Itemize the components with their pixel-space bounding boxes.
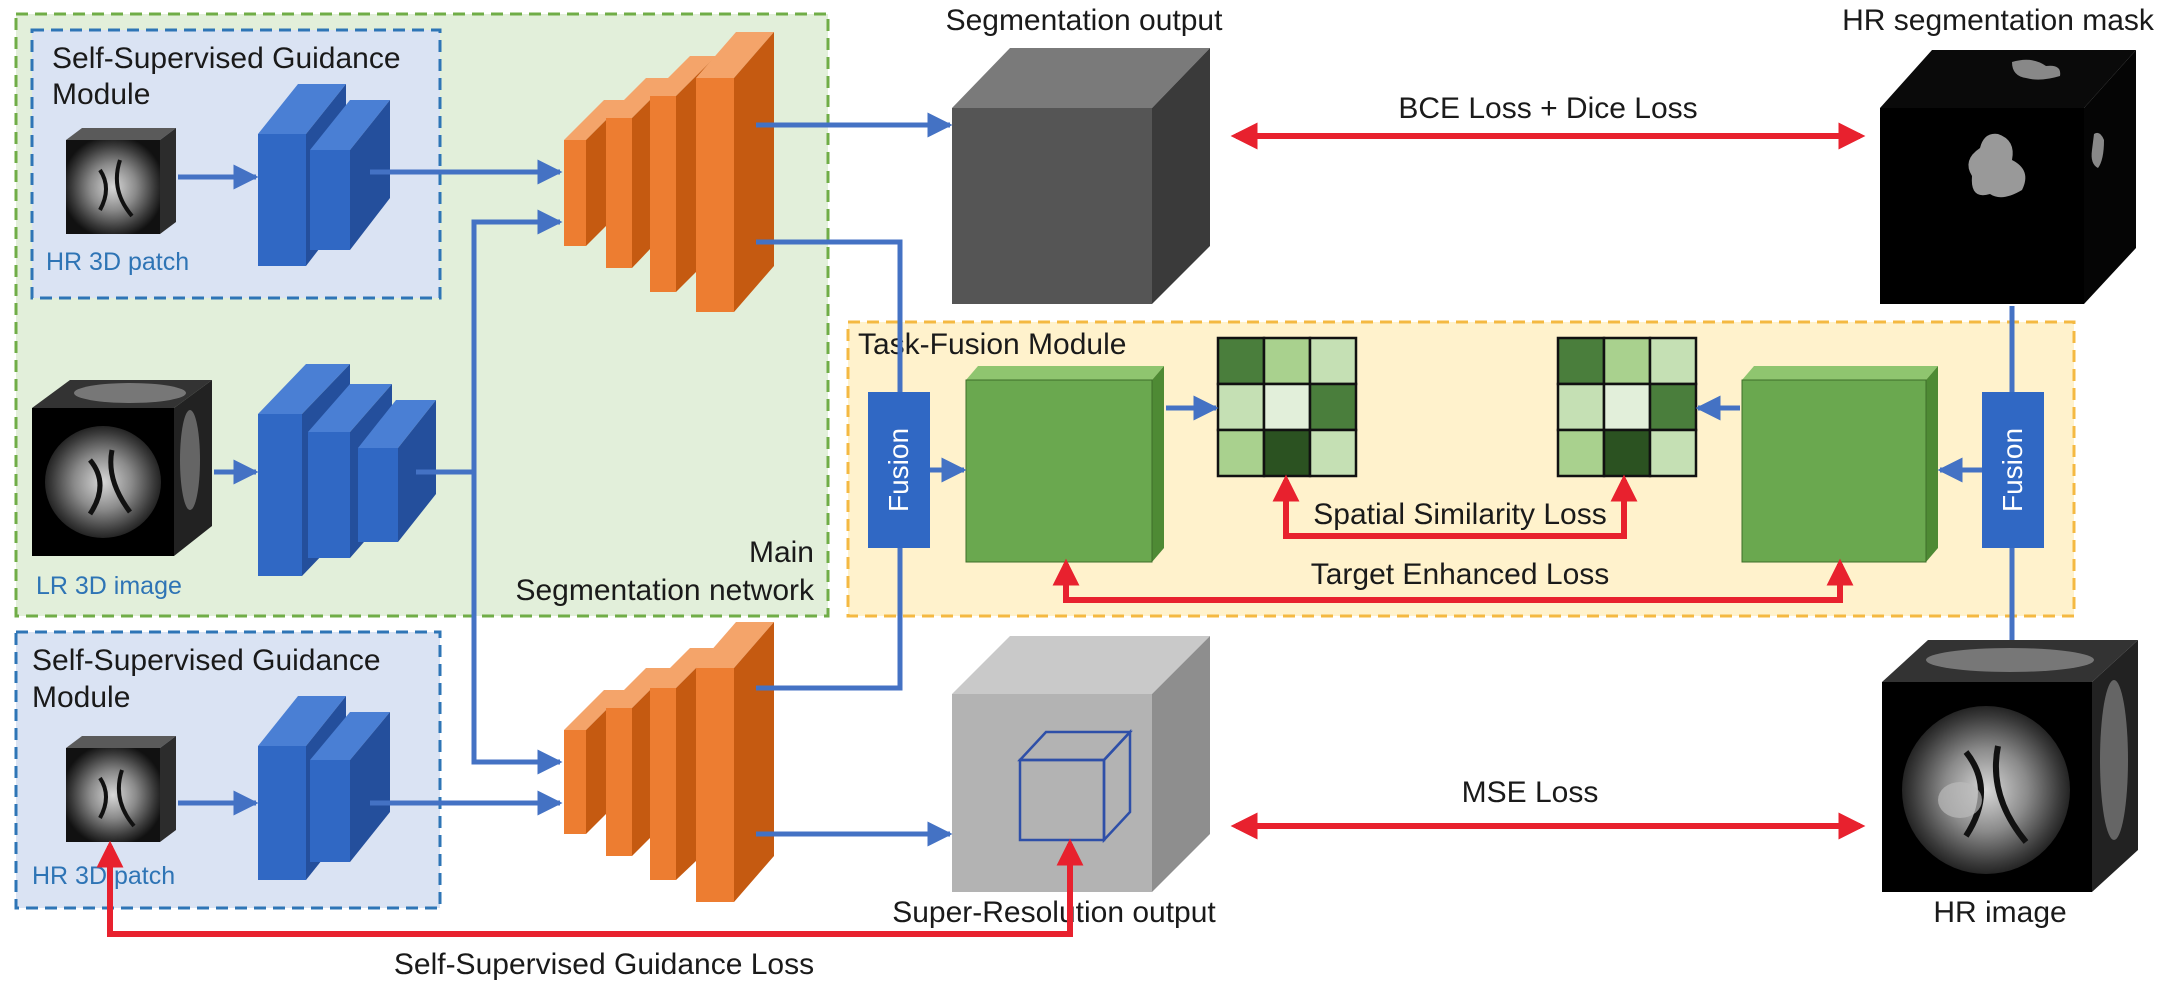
- guidance-top-title-1: Self-Supervised Guidance: [52, 42, 401, 75]
- arrow-seg-decoder-to-fusion: [756, 239, 903, 392]
- encoder-top: [258, 84, 390, 266]
- guidance-top-patch-label: HR 3D patch: [46, 248, 189, 276]
- hr-image-cube: [1882, 640, 2138, 892]
- super-resolution-output-label: Super-Resolution output: [892, 896, 1216, 929]
- encoder-main: [258, 364, 436, 576]
- guidance-bottom-title-2: Module: [32, 681, 130, 714]
- guidance-bottom-patch-label: HR 3D patch: [32, 862, 175, 890]
- encoder-bottom: [258, 696, 390, 880]
- target-enhanced-loss-label: Target Enhanced Loss: [1311, 558, 1610, 591]
- decoder-segmentation: [564, 32, 774, 312]
- main-network-label-2: Segmentation network: [515, 574, 815, 607]
- matrix-cell: [1602, 428, 1652, 478]
- matrix-cell: [1602, 382, 1652, 432]
- fusion-block-left: Fusion: [868, 392, 930, 548]
- fusion-left-label: Fusion: [883, 428, 914, 512]
- matrix-cell: [1648, 336, 1698, 386]
- matrix-cell: [1308, 382, 1358, 432]
- segmentation-output-cube: [952, 48, 1210, 304]
- matrix-cell: [1262, 428, 1312, 478]
- matrix-cell: [1216, 336, 1266, 386]
- guidance-bottom-title-1: Self-Supervised Guidance: [32, 644, 381, 677]
- guidance-top-title-2: Module: [52, 78, 150, 111]
- segmentation-output-label: Segmentation output: [946, 4, 1224, 37]
- matrix-cell: [1262, 336, 1312, 386]
- hr-mask-cube: [1880, 50, 2136, 304]
- matrix-cell: [1216, 382, 1266, 432]
- hr-patch-bottom-image: [66, 736, 176, 842]
- hr-mask-label: HR segmentation mask: [1842, 4, 2155, 37]
- mse-loss-label: MSE Loss: [1462, 776, 1599, 809]
- feature-cube-left: [965, 366, 1164, 563]
- similarity-matrix-right: [1556, 336, 1698, 478]
- task-fusion-title: Task-Fusion Module: [858, 328, 1126, 361]
- hr-patch-top-image: [66, 128, 176, 234]
- super-resolution-output-cube: [952, 636, 1210, 892]
- feature-cube-right: [1741, 366, 1938, 563]
- matrix-cell: [1216, 428, 1266, 478]
- guidance-loss-arrow: [96, 838, 1084, 937]
- guidance-loss-label: Self-Supervised Guidance Loss: [394, 948, 814, 981]
- red-loss-arrows: [96, 122, 1866, 937]
- matrix-cell: [1602, 336, 1652, 386]
- matrix-cell: [1556, 336, 1606, 386]
- matrix-cell: [1308, 428, 1358, 478]
- matrix-cell: [1556, 382, 1606, 432]
- spatial-similarity-loss-label: Spatial Similarity Loss: [1313, 498, 1606, 531]
- spatial-similarity-loss-arrow: [1272, 474, 1638, 539]
- matrix-cell: [1262, 382, 1312, 432]
- matrix-cell: [1308, 336, 1358, 386]
- fusion-block-right: Fusion: [1982, 392, 2044, 548]
- target-enhanced-loss-arrow: [1052, 558, 1854, 603]
- matrix-cell: [1648, 382, 1698, 432]
- hr-image-label: HR image: [1933, 896, 2066, 929]
- lr-image-label: LR 3D image: [36, 572, 182, 600]
- decoder-super-resolution: [564, 622, 774, 902]
- lr-image-cube: [32, 380, 212, 556]
- arrow-sr-decoder-to-fusion: [756, 548, 903, 691]
- blue-flow-arrows: [178, 112, 2015, 847]
- arrow-encoder-main-to-sr-decoder: [471, 472, 563, 775]
- arrow-encoder-main-to-seg-decoder: [416, 209, 563, 475]
- main-network-label-1: Main: [749, 536, 814, 569]
- matrix-cell: [1556, 428, 1606, 478]
- bce-dice-loss-label: BCE Loss + Dice Loss: [1398, 92, 1697, 125]
- fusion-right-label: Fusion: [1997, 428, 2028, 512]
- similarity-matrix-left: [1216, 336, 1358, 478]
- matrix-cell: [1648, 428, 1698, 478]
